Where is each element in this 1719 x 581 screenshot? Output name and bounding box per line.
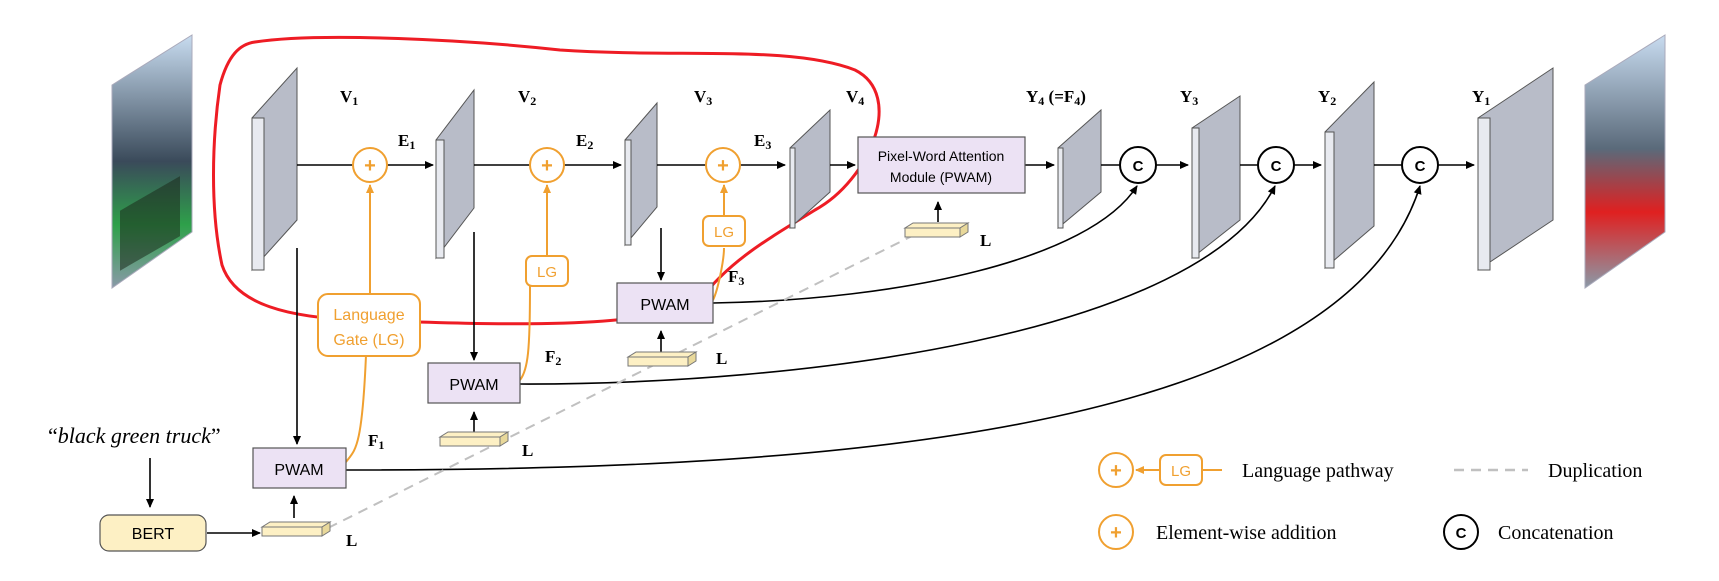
l-token-3	[626, 351, 698, 367]
elementwise-add-3: +	[705, 147, 741, 183]
svg-text:Y3: Y3	[1180, 87, 1198, 108]
svg-text:Language: Language	[333, 307, 404, 324]
svg-text:PWAM: PWAM	[640, 297, 689, 314]
svg-text:V2: V2	[518, 87, 536, 108]
bert-box: BERT	[99, 514, 207, 552]
main-flow-arrows	[146, 161, 1475, 537]
svg-text:+: +	[1110, 460, 1122, 482]
svg-text:+: +	[1110, 522, 1122, 544]
language-gate-box: Language Gate (LG)	[317, 293, 421, 357]
elementwise-add-1: +	[352, 147, 388, 183]
concat-3: C	[1401, 146, 1439, 184]
legend-duplication: Duplication	[1454, 460, 1642, 482]
legend-language-pathway: + LG Language pathway	[1098, 452, 1394, 488]
svg-text:Pixel-Word Attention: Pixel-Word Attention	[878, 148, 1005, 164]
svg-text:LG: LG	[537, 264, 557, 281]
svg-text:+: +	[717, 155, 729, 177]
svg-text:V1: V1	[340, 87, 358, 108]
feature-map-v2	[435, 88, 475, 260]
lg-box-3: LG	[702, 215, 746, 247]
feature-map-v4	[789, 108, 831, 230]
legend: + LG Language pathway Duplication + Elem…	[1098, 452, 1642, 550]
l-token-2	[438, 431, 510, 447]
svg-text:V3: V3	[694, 87, 712, 108]
encoder-highlight-outline	[212, 35, 881, 326]
language-pathway-lines	[345, 184, 728, 463]
feature-map-v3	[624, 101, 658, 247]
svg-text:Gate (LG): Gate (LG)	[333, 332, 404, 349]
svg-text:E3: E3	[754, 131, 771, 152]
lg-box-2: LG	[525, 255, 569, 287]
input-expression: “black green truck”	[48, 423, 221, 448]
pwam-large: Pixel-Word Attention Module (PWAM)	[857, 136, 1026, 194]
svg-text:Module (PWAM): Module (PWAM)	[890, 169, 992, 185]
svg-text:PWAM: PWAM	[449, 377, 498, 394]
svg-text:Y1: Y1	[1472, 87, 1490, 108]
l-token-4	[903, 222, 970, 238]
svg-text:LG: LG	[1171, 463, 1191, 480]
input-image	[111, 34, 193, 289]
svg-text:L: L	[980, 231, 991, 250]
svg-text:E1: E1	[398, 131, 415, 152]
svg-text:F1: F1	[368, 431, 384, 452]
svg-text:C: C	[1456, 525, 1467, 542]
l-token-1	[260, 521, 332, 537]
svg-text:C: C	[1271, 158, 1282, 175]
stage-labels: V1 V2 V3 V4 E1 E2 E3 F1 F2 F3 Y4 (=F4) Y…	[340, 87, 1490, 550]
svg-text:Duplication: Duplication	[1548, 460, 1642, 482]
concat-1: C	[1119, 146, 1157, 184]
svg-text:PWAM: PWAM	[274, 462, 323, 479]
svg-text:V4: V4	[846, 87, 864, 108]
pwam-3: PWAM	[616, 282, 714, 324]
feature-map-y3	[1191, 95, 1241, 260]
svg-text:L: L	[716, 349, 727, 368]
svg-text:+: +	[541, 155, 553, 177]
svg-text:L: L	[346, 531, 357, 550]
svg-text:Concatenation: Concatenation	[1498, 522, 1614, 544]
pwam-2: PWAM	[427, 362, 521, 404]
feature-map-y2	[1324, 80, 1375, 270]
elementwise-add-2: +	[529, 147, 565, 183]
pwam-1: PWAM	[252, 447, 347, 489]
svg-text:BERT: BERT	[132, 526, 175, 543]
legend-elementwise-addition: + Element-wise addition	[1098, 514, 1337, 550]
svg-text:L: L	[522, 441, 533, 460]
svg-text:Language pathway: Language pathway	[1242, 460, 1394, 482]
svg-text:Element-wise addition: Element-wise addition	[1156, 522, 1337, 544]
duplication-dashed-line	[327, 231, 921, 529]
output-segmentation-image	[1584, 34, 1666, 289]
feature-map-y1	[1477, 67, 1554, 271]
svg-text:+: +	[364, 155, 376, 177]
legend-concatenation: C Concatenation	[1443, 514, 1614, 550]
svg-text:LG: LG	[714, 224, 734, 241]
svg-text:C: C	[1133, 158, 1144, 175]
concat-2: C	[1257, 146, 1295, 184]
svg-text:C: C	[1415, 158, 1426, 175]
svg-text:E2: E2	[576, 131, 593, 152]
svg-text:F2: F2	[545, 347, 561, 368]
feature-map-y4	[1057, 108, 1102, 230]
svg-text:F3: F3	[728, 267, 744, 288]
svg-text:Y4 (=F4): Y4 (=F4)	[1026, 87, 1086, 108]
svg-text:Y2: Y2	[1318, 87, 1336, 108]
feature-map-v1	[251, 66, 298, 272]
